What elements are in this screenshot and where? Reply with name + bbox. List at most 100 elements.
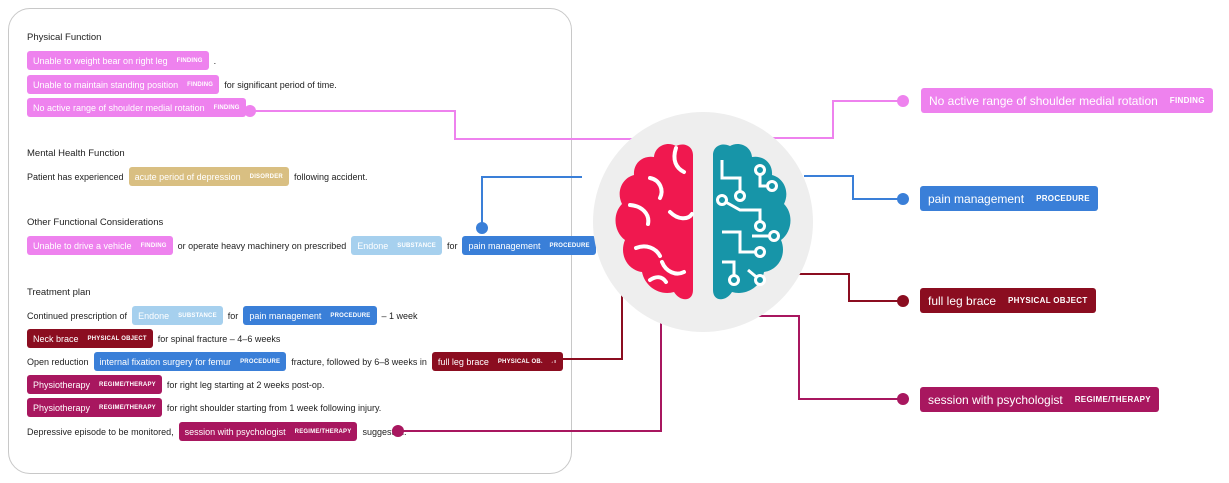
entity-type-label: FINDING xyxy=(213,104,240,111)
note-line: Unable to weight bear on right leg FINDIN… xyxy=(27,51,216,70)
note-text: Open reduction xyxy=(27,356,89,367)
entity-type-label: FINDING xyxy=(187,81,214,88)
entity-tag: Endone SUBSTANCE xyxy=(351,236,442,255)
connector-dot xyxy=(541,353,553,365)
connector-dot xyxy=(897,295,909,307)
entity-tag: session with psychologist REGIME/THERAPY xyxy=(178,422,358,441)
section-title-mental-health: Mental Health Function xyxy=(27,148,125,159)
entity-type-label: PHYSICAL OBJECT xyxy=(87,335,147,342)
entity-tag: Endone SUBSTANCE xyxy=(132,306,223,325)
entity-text: session with psychologist xyxy=(184,426,286,437)
entity-text: full leg brace xyxy=(437,356,489,367)
brain-icon xyxy=(593,112,813,332)
note-text: – 1 week xyxy=(381,310,418,321)
note-text: following accident. xyxy=(293,171,368,182)
connector-procedure xyxy=(481,176,582,228)
note-text: fracture, followed by 6–8 weeks in xyxy=(291,356,427,367)
entity-tag: Unable to maintain standing position FIND… xyxy=(27,75,220,94)
connector-dot xyxy=(244,105,256,117)
extracted-tag-regime: session with psychologist REGIME/THERAPY xyxy=(920,387,1159,412)
note-line: Physiotherapy REGIME/THERAPY for right sho… xyxy=(27,398,381,417)
extracted-tag-physical-object: full leg brace PHYSICAL OBJECT xyxy=(920,288,1096,313)
extracted-entity-text: pain management xyxy=(928,191,1025,206)
entity-tag: Physiotherapy REGIME/THERAPY xyxy=(27,398,162,417)
entity-type-label: PROCEDURE xyxy=(549,242,590,249)
entity-tag: Unable to drive a vehicle FINDING xyxy=(27,236,173,255)
extracted-tag-finding: No active range of shoulder medial rotat… xyxy=(921,88,1213,113)
connector-dot xyxy=(392,425,404,437)
entity-tag: full leg brace PHYSICAL OBJECT xyxy=(431,352,564,371)
entity-text: Physiotherapy xyxy=(33,379,91,390)
entity-type-label: PHYSICAL OBJECT xyxy=(497,358,558,365)
note-text: Depressive episode to be monitored, xyxy=(27,426,174,437)
connector-physical-object-right xyxy=(796,273,903,302)
entity-tag: Physiotherapy REGIME/THERAPY xyxy=(27,375,162,394)
connector-dot xyxy=(897,193,909,205)
entity-tag: pain management PROCEDURE xyxy=(462,236,596,255)
extracted-entity-text: session with psychologist xyxy=(928,392,1063,407)
note-text: for xyxy=(227,310,239,321)
note-text: or operate heavy machinery on prescribed xyxy=(177,240,347,251)
entity-type-label: SUBSTANCE xyxy=(178,312,217,319)
extracted-entity-type: FINDING xyxy=(1169,96,1205,105)
connector-dot xyxy=(897,95,909,107)
note-line: Patient has experienced acute period of d… xyxy=(27,167,367,186)
entity-type-label: REGIME/THERAPY xyxy=(294,428,352,435)
entity-type-label: PROCEDURE xyxy=(240,358,281,365)
entity-text: Unable to weight bear on right leg xyxy=(33,55,168,66)
note-text: for right leg starting at 2 weeks post-o… xyxy=(166,379,325,390)
note-text: Patient has experienced xyxy=(27,171,124,182)
entity-text: Physiotherapy xyxy=(33,402,91,413)
extracted-entity-type: PROCEDURE xyxy=(1036,194,1090,203)
note-line: Continued prescription of Endone SUBSTANCE… xyxy=(27,306,418,325)
note-line: Unable to maintain standing position FIND… xyxy=(27,75,337,94)
note-text: Continued prescription of xyxy=(27,310,128,321)
extracted-entity-type: PHYSICAL OBJECT xyxy=(1008,296,1088,305)
entity-type-label: SUBSTANCE xyxy=(397,242,436,249)
note-text: suggested. xyxy=(362,426,407,437)
note-line: No active range of shoulder medial rotat… xyxy=(27,98,246,117)
entity-text: acute period of depression xyxy=(134,171,241,182)
extracted-entity-type: REGIME/THERAPY xyxy=(1074,395,1151,404)
entity-text: pain management xyxy=(249,310,322,321)
note-text: for xyxy=(446,240,458,251)
entity-tag: Unable to weight bear on right leg FINDIN… xyxy=(27,51,209,70)
note-text: for significant period of time. xyxy=(224,79,337,90)
extracted-entity-text: full leg brace xyxy=(928,293,997,308)
entity-text: Endone xyxy=(357,240,389,251)
entity-type-label: FINDING xyxy=(140,242,167,249)
entity-tag: internal fixation surgery for femur PROCE… xyxy=(93,352,287,371)
entity-type-label: DISORDER xyxy=(249,173,283,180)
entity-text: No active range of shoulder medial rotat… xyxy=(33,102,205,113)
note-line: Open reduction internal fixation surgery … xyxy=(27,352,564,371)
note-text: for spinal fracture – 4–6 weeks xyxy=(157,333,281,344)
entity-text: Unable to maintain standing position xyxy=(33,79,179,90)
entity-text: pain management xyxy=(468,240,541,251)
note-text: for right shoulder starting from 1 week … xyxy=(166,402,382,413)
connector-dot xyxy=(897,393,909,405)
section-title-other-considerations: Other Functional Considerations xyxy=(27,217,164,228)
entity-text: Endone xyxy=(138,310,170,321)
connector-regime xyxy=(398,310,662,432)
entity-tag: No active range of shoulder medial rotat… xyxy=(27,98,246,117)
note-line: Depressive episode to be monitored, sessi… xyxy=(27,422,407,441)
entity-tag: acute period of depression DISORDER xyxy=(128,167,289,186)
entity-text: internal fixation surgery for femur xyxy=(99,356,232,367)
connector-physical-object xyxy=(547,281,623,360)
entity-text: Unable to drive a vehicle xyxy=(33,240,132,251)
connector-dot xyxy=(476,222,488,234)
entity-type-label: FINDING xyxy=(176,57,203,64)
note-line: Physiotherapy REGIME/THERAPY for right leg… xyxy=(27,375,324,394)
entity-type-label: REGIME/THERAPY xyxy=(99,381,156,388)
connector-procedure-right xyxy=(804,175,903,200)
entity-type-label: REGIME/THERAPY xyxy=(99,404,156,411)
connector-regime-right xyxy=(746,315,903,400)
note-text: . xyxy=(213,55,217,66)
extracted-tag-procedure: pain management PROCEDURE xyxy=(920,186,1098,211)
extracted-entity-text: No active range of shoulder medial rotat… xyxy=(929,93,1158,108)
connector-finding-right xyxy=(765,100,903,139)
section-title-physical-function: Physical Function xyxy=(27,32,102,43)
